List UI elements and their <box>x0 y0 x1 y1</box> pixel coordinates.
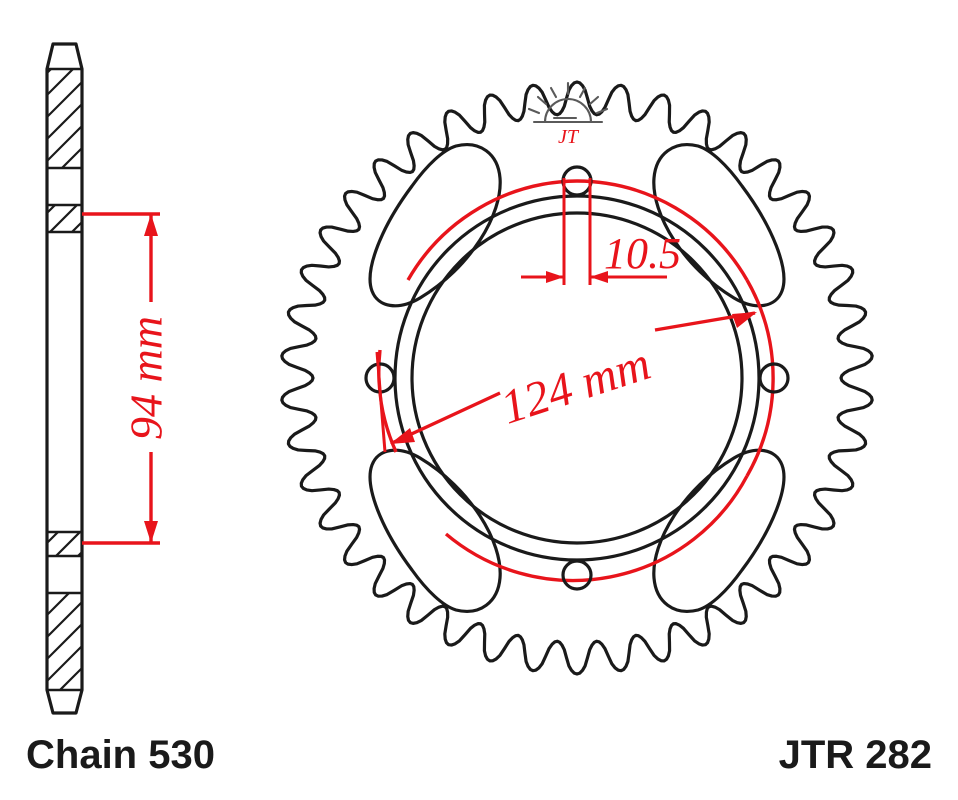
hatch-lower-band <box>48 533 81 555</box>
witness-tick-left <box>375 351 387 453</box>
sun-dome-icon <box>543 98 593 124</box>
arrowhead-upper-right <box>732 312 757 328</box>
hatch-lower-tooth-block <box>48 594 81 689</box>
side-view-cross-section: 94 mm <box>45 42 172 715</box>
product-code-label: JTR 282 <box>779 733 932 777</box>
dimension-label-94mm: 94 mm <box>121 316 172 440</box>
arrowhead-lower-left <box>390 428 415 444</box>
lightening-cutouts <box>368 143 786 613</box>
hatch-upper-band <box>48 206 81 231</box>
bolt-circle-arc-right <box>745 279 775 477</box>
hatch-upper-tooth-block <box>48 70 81 167</box>
bolt-circle-arc-bottom <box>444 475 749 583</box>
chain-label: Chain 530 <box>26 733 215 777</box>
side-view-section-lines <box>45 67 84 692</box>
bolt-hole-bottom <box>561 559 593 591</box>
bolt-hole-right <box>758 362 790 394</box>
jt-sunrise-logo: JT <box>527 81 609 148</box>
bolt-circle-arc-top-right <box>576 179 749 281</box>
arrowhead-up <box>144 214 158 236</box>
cutout-bottom-left <box>368 448 502 613</box>
sprocket-teeth-outline <box>280 80 874 676</box>
arrowhead-right-pointing <box>546 271 564 283</box>
bolt-circle-arc-left <box>406 179 578 281</box>
arrowhead-left-pointing <box>590 271 608 283</box>
dimension-10-5: 10.5 <box>521 178 681 285</box>
logo-letters: JT <box>558 126 580 148</box>
cutout-top-left <box>368 143 502 308</box>
arrowhead-down <box>144 521 158 543</box>
dimension-94mm: 94 mm <box>82 212 172 545</box>
dimension-label-10-5: 10.5 <box>604 229 681 278</box>
inner-circle-inner <box>410 211 744 545</box>
cutout-top-right <box>652 143 786 308</box>
sun-rays-icon <box>527 81 609 115</box>
cutout-bottom-right <box>652 448 786 613</box>
